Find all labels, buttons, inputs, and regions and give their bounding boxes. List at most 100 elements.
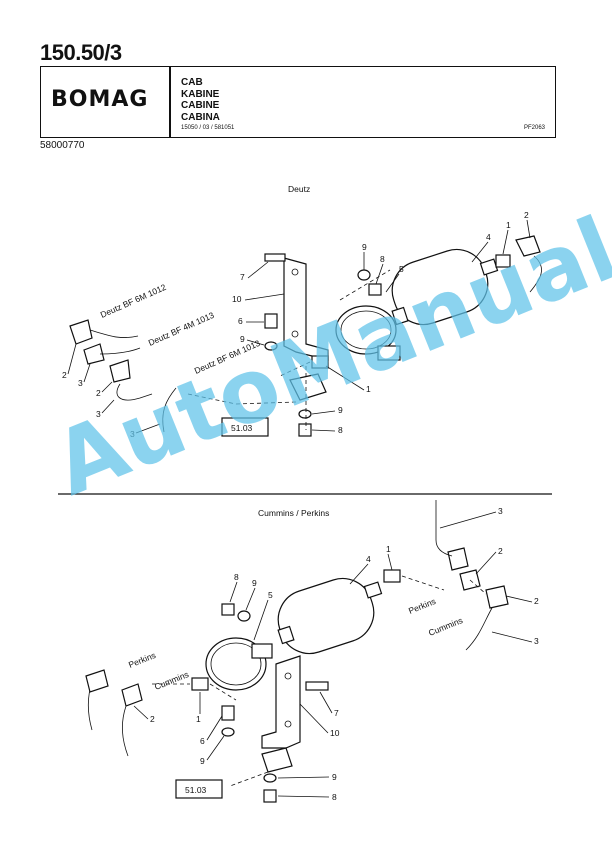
svg-text:10: 10 bbox=[330, 728, 340, 738]
cummins-callouts: 8 9 5 4 1 3 2 2 3 7 10 1 6 9 2 9 8 bbox=[133, 506, 539, 802]
svg-text:10: 10 bbox=[232, 294, 242, 304]
brand-logo: BOMAG bbox=[51, 87, 149, 112]
cummins-title: Cummins / Perkins bbox=[258, 508, 329, 518]
svg-text:4: 4 bbox=[366, 554, 371, 564]
deutz-engine-label-2: Deutz BF 4M 1013 bbox=[147, 310, 216, 348]
svg-text:9: 9 bbox=[332, 772, 337, 782]
deutz-nut-8b bbox=[298, 423, 312, 437]
svg-text:2: 2 bbox=[524, 210, 529, 220]
title-en: CAB bbox=[181, 77, 203, 88]
deutz-nut-8a bbox=[368, 283, 382, 296]
cummins-base-plate bbox=[261, 747, 293, 773]
svg-text:2: 2 bbox=[534, 596, 539, 606]
cummins-engine-label-cummins-left: Cummins bbox=[153, 669, 190, 692]
svg-text:3: 3 bbox=[96, 409, 101, 419]
cummins-bolt-7 bbox=[305, 681, 329, 691]
title-divider bbox=[169, 67, 171, 137]
cummins-nut-8b bbox=[263, 789, 277, 803]
svg-text:1: 1 bbox=[366, 384, 371, 394]
cummins-adapter-1 bbox=[383, 569, 401, 583]
deutz-hose-right bbox=[529, 255, 542, 293]
svg-text:2: 2 bbox=[498, 546, 503, 556]
document-number: 58000770 bbox=[40, 140, 85, 151]
svg-text:8: 8 bbox=[332, 792, 337, 802]
cummins-hose-3b bbox=[465, 607, 493, 651]
cummins-elbow-left bbox=[85, 669, 109, 693]
cummins-ref-label: 51.03 bbox=[185, 785, 207, 795]
svg-text:5: 5 bbox=[268, 590, 273, 600]
svg-text:2: 2 bbox=[62, 370, 67, 380]
deutz-accumulator bbox=[391, 248, 499, 326]
svg-text:8: 8 bbox=[380, 254, 385, 264]
cummins-washer-9c bbox=[263, 773, 277, 783]
cummins-alignment-lines bbox=[152, 575, 487, 787]
reference-code: 15050 / 03 / 581051 bbox=[181, 125, 235, 131]
svg-text:4: 4 bbox=[486, 232, 491, 242]
svg-text:7: 7 bbox=[334, 708, 339, 718]
svg-text:8: 8 bbox=[234, 572, 239, 582]
svg-text:9: 9 bbox=[362, 242, 367, 252]
title-block: BOMAG CAB KABINE CABINE CABINA 15050 / 0… bbox=[40, 66, 556, 138]
cummins-elbow-2c bbox=[121, 683, 143, 707]
svg-text:3: 3 bbox=[130, 429, 135, 439]
cummins-bolt-6 bbox=[221, 705, 235, 721]
svg-text:3: 3 bbox=[78, 378, 83, 388]
page-code: PF2063 bbox=[523, 125, 545, 131]
deutz-washer-9a bbox=[264, 341, 278, 351]
svg-text:9: 9 bbox=[252, 578, 257, 588]
svg-text:1: 1 bbox=[196, 714, 201, 724]
cummins-ref-box bbox=[175, 779, 223, 799]
deutz-base-plate bbox=[289, 373, 327, 401]
deutz-ref-box bbox=[221, 417, 269, 437]
deutz-washer-9b bbox=[357, 269, 371, 281]
deutz-ref-label: 51.03 bbox=[231, 423, 253, 433]
deutz-elbow-3a bbox=[83, 343, 105, 365]
svg-text:2: 2 bbox=[96, 388, 101, 398]
deutz-washer-9c bbox=[298, 409, 312, 419]
svg-text:3: 3 bbox=[534, 636, 539, 646]
deutz-hose-c bbox=[116, 383, 153, 401]
svg-text:9: 9 bbox=[338, 405, 343, 415]
svg-text:7: 7 bbox=[240, 272, 245, 282]
deutz-callouts: 7 10 6 9 9 8 5 4 1 2 1 9 8 2 3 2 3 3 bbox=[62, 210, 531, 439]
deutz-elbow-2 bbox=[515, 235, 541, 257]
deutz-hose-d bbox=[162, 387, 177, 433]
cummins-clamp bbox=[205, 637, 273, 691]
svg-text:6: 6 bbox=[238, 316, 243, 326]
svg-text:1: 1 bbox=[386, 544, 391, 554]
cummins-bracket bbox=[261, 655, 301, 749]
deutz-hose-a bbox=[89, 329, 139, 338]
cummins-fitting-1 bbox=[191, 677, 209, 691]
cummins-engine-label-cummins-right: Cummins bbox=[427, 615, 464, 638]
title-fr: CABINE bbox=[181, 100, 220, 111]
svg-text:3: 3 bbox=[498, 506, 503, 516]
cummins-elbow-2a bbox=[447, 547, 469, 571]
deutz-bracket bbox=[283, 257, 329, 361]
section-titles: CAB KABINE CABINE CABINA bbox=[181, 77, 220, 123]
svg-text:5: 5 bbox=[399, 264, 404, 274]
cummins-engine-label-perkins-right: Perkins bbox=[407, 596, 437, 616]
deutz-elbow-3b bbox=[109, 359, 131, 383]
svg-text:8: 8 bbox=[338, 425, 343, 435]
svg-text:9: 9 bbox=[240, 334, 245, 344]
deutz-bolt-7 bbox=[264, 253, 286, 262]
deutz-title: Deutz bbox=[288, 184, 310, 194]
cummins-washer-9a bbox=[221, 727, 235, 737]
cummins-hose-left-b bbox=[122, 705, 129, 757]
deutz-adapter-1 bbox=[495, 254, 511, 268]
deutz-elbow-2a bbox=[69, 319, 93, 345]
svg-text:9: 9 bbox=[200, 756, 205, 766]
cummins-engine-label-perkins-left: Perkins bbox=[127, 650, 157, 670]
cummins-hose-3a bbox=[435, 500, 453, 557]
deutz-fitting-1 bbox=[311, 355, 329, 369]
model-number: 150.50/3 bbox=[40, 40, 122, 65]
title-es: CABINA bbox=[181, 111, 220, 123]
svg-text:6: 6 bbox=[200, 736, 205, 746]
cummins-elbow-2b bbox=[485, 585, 509, 609]
cummins-washer-9b bbox=[237, 610, 251, 622]
svg-text:2: 2 bbox=[150, 714, 155, 724]
deutz-clamp bbox=[335, 305, 401, 361]
deutz-hose-b bbox=[99, 347, 141, 355]
svg-text:1: 1 bbox=[506, 220, 511, 230]
